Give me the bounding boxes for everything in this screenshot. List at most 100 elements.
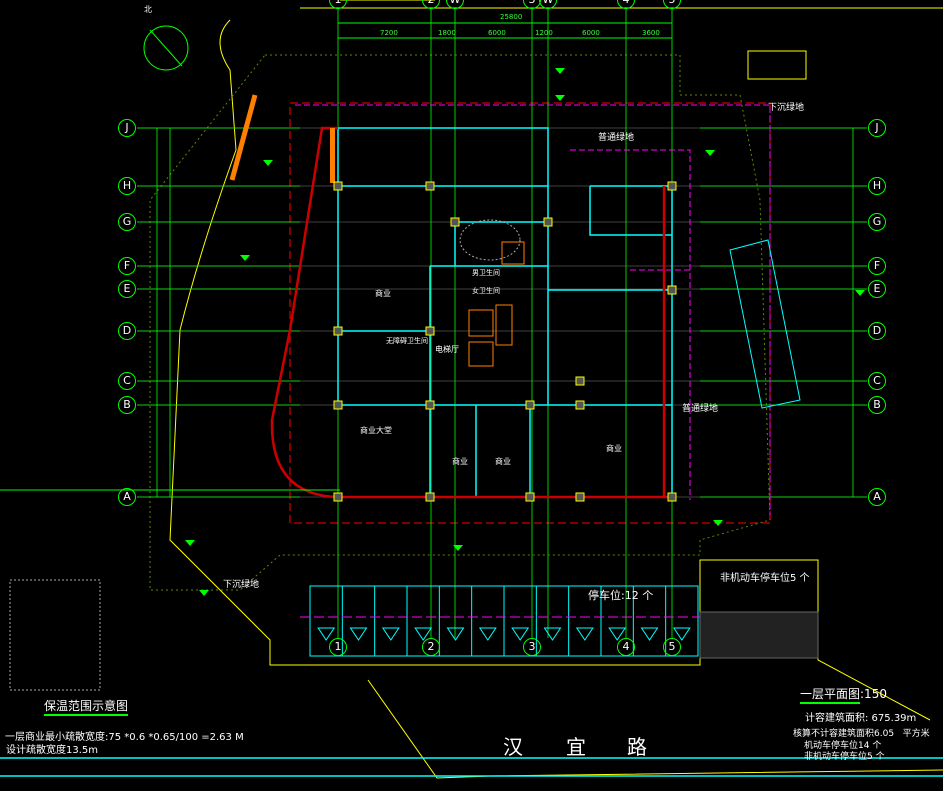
non-far-area-value: 6.05 <box>874 729 895 739</box>
room-elevator-hall: 电梯厅 <box>435 345 459 354</box>
drawing-scale: :150 <box>860 687 887 701</box>
axis-bubble-bottom: 5 <box>663 638 681 656</box>
elevation-marker-icon <box>855 290 865 296</box>
exterior-wall <box>338 186 672 499</box>
elevation-marker-icon <box>705 150 715 156</box>
column <box>333 181 343 191</box>
building-redline <box>289 102 771 524</box>
green-label-2: 普通绿地 <box>682 404 719 414</box>
column <box>333 492 343 502</box>
column <box>667 285 677 295</box>
dim-6: 3600 <box>642 29 660 37</box>
road-edge <box>367 679 943 779</box>
landscape-outline <box>149 54 771 591</box>
curved-facade <box>270 126 339 499</box>
hatched-area <box>699 611 819 659</box>
bike-shelter <box>729 239 801 409</box>
axis-bubble-right: F <box>868 257 886 275</box>
evac-note: 一层商业最小疏散宽度:75 *0.6 *0.65/100 =2.63 M <box>5 732 244 743</box>
elevation-marker-icon <box>199 590 209 596</box>
room-accessible-wc: 无障碍卫生间 <box>386 337 428 345</box>
far-area: 计容建筑面积: 675.39m <box>805 713 917 724</box>
axis-bubble-right: H <box>868 177 886 195</box>
north-arrow-icon <box>143 25 189 71</box>
elevator <box>468 341 494 367</box>
dim-5: 6000 <box>582 29 600 37</box>
column <box>525 492 535 502</box>
non-far-area: 核算不计容建筑面积6.05 平方米 <box>793 730 930 739</box>
axis-bubble-right: A <box>868 488 886 506</box>
column <box>425 181 435 191</box>
orange-strip-diagonal <box>229 94 258 181</box>
room-shop-4: 商业 <box>606 444 622 453</box>
car-symbol <box>575 627 594 641</box>
dim-2: 1800 <box>438 29 456 37</box>
column <box>333 326 343 336</box>
axis-bubble-left: D <box>118 322 136 340</box>
magenta-outline <box>295 104 771 515</box>
column <box>425 400 435 410</box>
column <box>333 400 343 410</box>
axis-bubble-left: G <box>118 213 136 231</box>
bike-area-label: 非机动车停车位5 个 <box>720 573 810 584</box>
car-symbol <box>672 627 691 641</box>
car-parking: 机动车停车位14 个 <box>804 741 882 751</box>
insulation-diagram <box>9 579 101 691</box>
elevation-marker-icon <box>240 255 250 261</box>
axis-bubble-right: B <box>868 396 886 414</box>
stair <box>501 241 525 265</box>
column <box>575 492 585 502</box>
car-symbol <box>381 627 400 641</box>
green-label-1: 普通绿地 <box>598 133 635 143</box>
dim-4: 1200 <box>535 29 553 37</box>
axis-bubble-left: C <box>118 372 136 390</box>
building-walls <box>337 127 673 498</box>
axis-bubble-right: D <box>868 322 886 340</box>
axis-bubble-right: E <box>868 280 886 298</box>
site-boundary <box>169 0 931 721</box>
axis-bubble-bottom: 3 <box>523 638 541 656</box>
dim-total: 25800 <box>500 13 523 21</box>
axis-bubble-bottom: 4 <box>617 638 635 656</box>
elevation-marker-icon <box>713 520 723 526</box>
car-symbol <box>511 627 530 641</box>
room-shop-2: 商业 <box>452 457 468 466</box>
elevation-marker-icon <box>263 160 273 166</box>
room-shop-3: 商业 <box>495 457 511 466</box>
column <box>543 217 553 227</box>
axis-bubble-left: H <box>118 177 136 195</box>
column <box>575 400 585 410</box>
car-symbol <box>478 627 497 641</box>
car-symbol <box>543 627 562 641</box>
axis-bubble-right: G <box>868 213 886 231</box>
car-symbol <box>640 627 659 641</box>
north-label: 北 <box>144 5 152 14</box>
room-womens-wc: 女卫生间 <box>472 287 500 295</box>
bike-parking: 非机动车停车位5 个 <box>804 752 885 762</box>
road-char-2: 宜 <box>566 735 586 759</box>
sunken-garden-sw: 下沉绿地 <box>223 580 260 590</box>
axis-bubble-left: J <box>118 119 136 137</box>
elevation-marker-icon <box>555 95 565 101</box>
dim-1: 7200 <box>380 29 398 37</box>
axis-bubble-left: B <box>118 396 136 414</box>
car-symbol <box>414 627 433 641</box>
parking-label: 停车位:12 个 <box>588 589 654 602</box>
column <box>525 400 535 410</box>
car-symbol <box>349 627 368 641</box>
dim-3: 6000 <box>488 29 506 37</box>
sunken-garden-ne: 下沉绿地 <box>768 103 805 113</box>
non-far-area-label: 核算不计容建筑面积 <box>793 729 875 739</box>
axis-bubble-left: A <box>118 488 136 506</box>
axis-bubble-bottom: 2 <box>422 638 440 656</box>
area-unit: 平方米 <box>902 729 930 739</box>
north-arrow-needle <box>149 29 183 67</box>
dashed-circle <box>459 219 521 261</box>
design-evac-width: 设计疏散宽度13.5m <box>6 745 99 756</box>
drawing-title-text: 一层平面图 <box>800 687 861 704</box>
car-symbol <box>317 627 336 641</box>
axis-bubble-left: E <box>118 280 136 298</box>
column <box>425 326 435 336</box>
axis-bubble-bottom: 1 <box>329 638 347 656</box>
